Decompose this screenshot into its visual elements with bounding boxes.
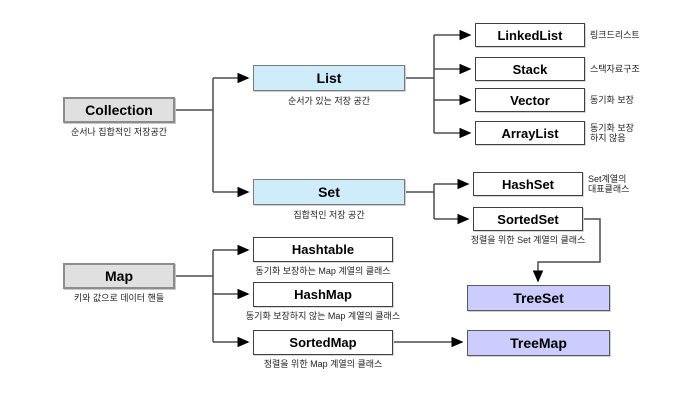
caption-hashtable: 동기화 보장하는 Map 계열의 클래스 [255, 266, 391, 276]
caption-set: 집합적인 저장 공간 [293, 210, 365, 220]
node-linkedlist: LinkedList [475, 23, 585, 47]
connector-sortedset-treeset [532, 218, 601, 283]
caption-list: 순서가 있는 저장 공간 [287, 96, 371, 106]
connector-list-trunk [405, 35, 435, 133]
node-hashset: HashSet [473, 172, 583, 196]
note-arraylist: 동기화 보장 하지 않음 [590, 123, 634, 143]
note-arraylist-line1: 동기화 보장 [590, 123, 634, 133]
caption-sortedset: 정렬을 위한 Set 계열의 클래스 [470, 235, 586, 245]
node-vector: Vector [475, 88, 585, 112]
node-hashmap: HashMap [253, 282, 393, 307]
node-treemap: TreeMap [467, 330, 610, 356]
note-arraylist-line2: 하지 않음 [590, 133, 626, 143]
node-set: Set [253, 179, 405, 205]
node-collection: Collection [63, 97, 175, 123]
note-hashset: Set계열의 대표클래스 [588, 174, 629, 194]
node-sortedset: SortedSet [473, 207, 583, 231]
note-hashset-line2: 대표클래스 [588, 184, 630, 194]
note-linkedlist-line: 링크드리스트 [590, 30, 640, 40]
note-hashset-line1: Set계열의 [588, 174, 627, 184]
node-treeset: TreeSet [467, 285, 610, 311]
connector-collection-trunk [175, 78, 214, 192]
connector-map-trunk [175, 250, 214, 342]
caption-map: 키와 값으로 데이터 핸들 [73, 293, 165, 303]
note-linkedlist: 링크드리스트 [590, 30, 640, 40]
note-vector: 동기화 보장 [590, 95, 634, 105]
connector-set-trunk [405, 184, 435, 219]
caption-hashmap: 동기화 보장하지 않는 Map 계열의 클래스 [245, 311, 401, 321]
node-sortedmap: SortedMap [253, 330, 393, 355]
caption-collection: 순서나 집합적인 저장공간 [70, 127, 168, 137]
note-stack-line: 스택자료구조 [590, 64, 640, 74]
node-map: Map [63, 263, 175, 289]
node-stack: Stack [475, 57, 585, 81]
node-arraylist: ArrayList [475, 121, 585, 145]
node-list: List [253, 65, 405, 91]
note-stack: 스택자료구조 [590, 64, 640, 74]
note-vector-line: 동기화 보장 [590, 95, 634, 105]
node-hashtable: Hashtable [253, 237, 393, 262]
caption-sortedmap: 정렬을 위한 Map 계열의 클래스 [263, 359, 383, 369]
